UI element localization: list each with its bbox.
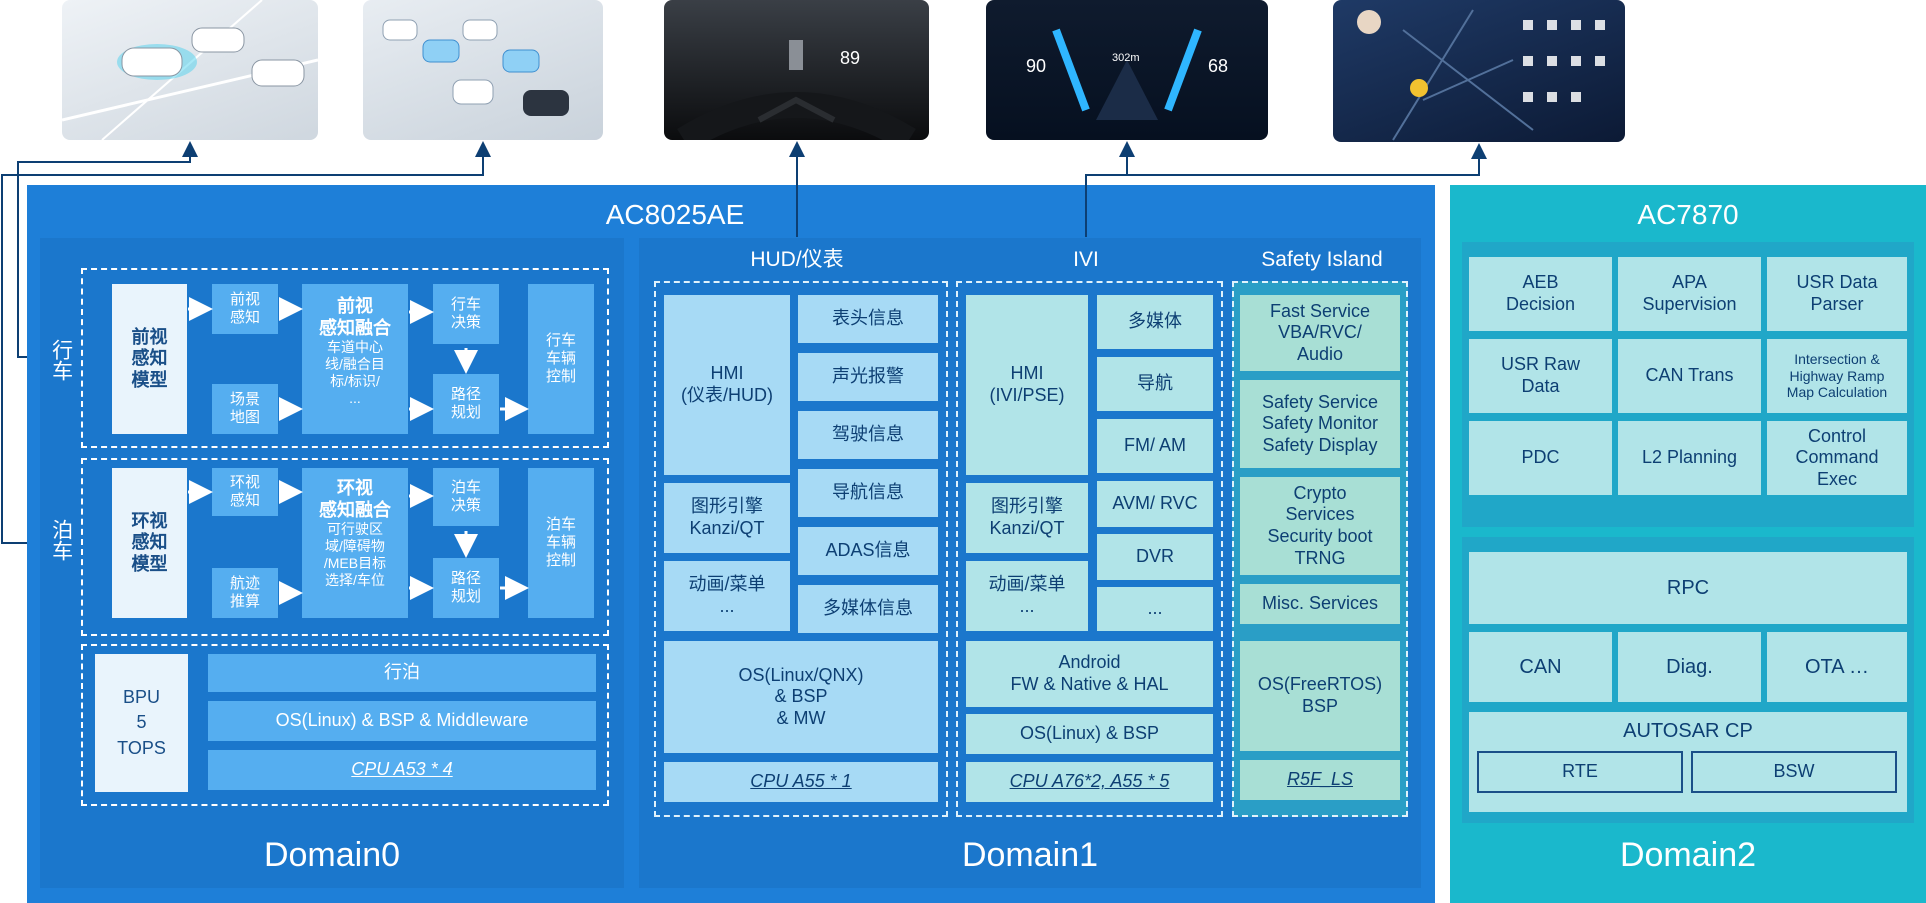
preview-auto-parking-image [62, 0, 318, 140]
mcu-app-0: AEB Decision [1469, 257, 1612, 331]
ivi-item-1: 导航 [1097, 357, 1213, 411]
safety-island-title: Safety Island [1261, 248, 1383, 272]
driving-decision-box: 行车 决策 [433, 284, 499, 344]
safety-os-box: OS(FreeRTOS) BSP [1240, 641, 1400, 751]
mcu-app-3: USR Raw Data [1469, 339, 1612, 413]
dead-reckoning-box: 航迹 推算 [212, 568, 278, 618]
bsw-box: BSW [1691, 751, 1897, 793]
ivi-cpu-box: CPU A76*2, A55 * 5 [966, 762, 1213, 802]
scene-map-box: 场景 地图 [212, 384, 278, 434]
ivi-scene-graphic [1357, 9, 1605, 141]
hud-animation-box: 动画/菜单 ... [664, 561, 790, 631]
preview-digital-cockpit-image: 90 68 302m [986, 0, 1268, 140]
ivi-android-box: Android FW & Native & HAL [966, 641, 1213, 707]
parking-control-box: 泊车 车辆 控制 [528, 468, 594, 618]
soc-ac8025ae-title: AC8025AE [605, 199, 745, 231]
domain0-cpu-bar: CPU A53 * 4 [208, 750, 596, 790]
mcu-app-4: CAN Trans [1618, 339, 1761, 413]
platform-group [81, 644, 609, 806]
hud-hmi-box: HMI (仪表/HUD) [664, 295, 790, 475]
hud-os-box: OS(Linux/QNX) & BSP & MW [664, 641, 938, 753]
safety-item-2: Crypto Services Security boot TRNG [1240, 477, 1400, 575]
driving-control-box: 行车 车辆 控制 [528, 284, 594, 434]
hud-item-5: 多媒体信息 [798, 585, 938, 633]
domain0-label: Domain0 [263, 835, 401, 874]
cockpit-left-gauge: 90 [1026, 56, 1047, 76]
bpu-box: BPU 5 TOPS [95, 654, 188, 792]
mcu-app-1: APA Supervision [1618, 257, 1761, 331]
hud-graphics-engine-box: 图形引擎 Kanzi/QT [664, 483, 790, 553]
preview-hud-cluster-image: 89 [664, 0, 929, 140]
mcu-app-5: Intersection & Highway Ramp Map Calculat… [1767, 339, 1907, 413]
front-sensing-box: 前视 感知 [212, 284, 278, 334]
mcu-app-2: USR Data Parser [1767, 257, 1907, 331]
driving-parking-app-bar: 行泊 [208, 654, 596, 692]
ivi-item-5: ... [1097, 587, 1213, 631]
ivi-hmi-box: HMI (IVI/PSE) [966, 295, 1088, 475]
parking-planning-box: 路径 规划 [433, 558, 499, 618]
driving-planning-box: 路径 规划 [433, 374, 499, 434]
parking-side-label: 泊车 [49, 519, 73, 561]
safety-cpu-box: R5F_LS [1240, 760, 1400, 800]
domain0-os-bar: OS(Linux) & BSP & Middleware [208, 701, 596, 741]
surround-sensing-box: 环视 感知 [212, 468, 278, 516]
mcu-app-8: Control Command Exec [1767, 421, 1907, 495]
mcu-app-7: L2 Planning [1618, 421, 1761, 495]
rte-box: RTE [1477, 751, 1683, 793]
ivi-title: IVI [1073, 248, 1099, 272]
cockpit-right-gauge: 68 [1208, 56, 1229, 76]
safety-item-0: Fast Service VBA/RVC/ Audio [1240, 295, 1400, 371]
hud-item-4: ADAS信息 [798, 527, 938, 575]
ivi-animation-box: 动画/菜单 ... [966, 561, 1088, 631]
hud-scene-graphic [677, 40, 916, 140]
mcu-app-6: PDC [1469, 421, 1612, 495]
ota-box: OTA … [1767, 632, 1907, 702]
front-fusion-title: 前视 感知融合 [319, 296, 391, 338]
surround-fusion-box: 环视 感知融合 可行驶区 域/障碍物 /MEB目标 选择/车位 [302, 468, 408, 618]
parking-decision-box: 泊车 决策 [433, 468, 499, 526]
front-perception-model: 前视 感知 模型 [112, 284, 187, 434]
surround-fusion-detail: 可行驶区 域/障碍物 /MEB目标 选择/车位 [323, 521, 387, 588]
hud-cpu-box: CPU A55 * 1 [664, 762, 938, 802]
ivi-item-4: DVR [1097, 534, 1213, 580]
hud-item-0: 表头信息 [798, 295, 938, 343]
preview-ivi-screen-image [1333, 0, 1625, 142]
hud-cluster-title: HUD/仪表 [750, 248, 844, 272]
hud-speed-readout: 89 [840, 48, 861, 68]
preview-highway-image [363, 0, 603, 140]
front-fusion-detail: 车道中心 线/融合目 标/标识/ ... [325, 339, 385, 406]
soc-ac7870-title: AC7870 [1637, 199, 1739, 231]
cockpit-distance: 302m [1112, 52, 1140, 64]
diag-box: Diag. [1618, 632, 1761, 702]
hud-item-1: 声光报警 [798, 353, 938, 401]
autosar-title: AUTOSAR CP [1623, 720, 1753, 742]
ivi-os-box: OS(Linux) & BSP [966, 714, 1213, 754]
hud-item-3: 导航信息 [798, 469, 938, 517]
can-box: CAN [1469, 632, 1612, 702]
surround-fusion-title: 环视 感知融合 [319, 478, 391, 520]
autosar-box [1469, 712, 1907, 812]
safety-item-3: Misc. Services [1240, 584, 1400, 624]
ivi-graphics-engine-box: 图形引擎 Kanzi/QT [966, 483, 1088, 553]
rpc-box: RPC [1469, 552, 1907, 624]
hud-item-2: 驾驶信息 [798, 411, 938, 459]
safety-item-1: Safety Service Safety Monitor Safety Dis… [1240, 380, 1400, 468]
front-fusion-box: 前视 感知融合 车道中心 线/融合目 标/标识/ ... [302, 284, 408, 434]
parking-scene-graphic [62, 0, 318, 140]
cockpit-scene-graphic [1052, 28, 1202, 120]
ivi-item-3: AVM/ RVC [1097, 481, 1213, 527]
ivi-group [956, 281, 1223, 817]
highway-scene-graphic [382, 19, 569, 116]
surround-perception-model: 环视 感知 模型 [112, 468, 187, 618]
ivi-item-0: 多媒体 [1097, 295, 1213, 349]
domain1-label: Domain1 [961, 835, 1099, 874]
ivi-item-2: FM/ AM [1097, 419, 1213, 473]
driving-side-label: 行车 [49, 339, 73, 381]
hud-cluster-group [654, 281, 948, 817]
domain2-label: Domain2 [1619, 835, 1757, 874]
